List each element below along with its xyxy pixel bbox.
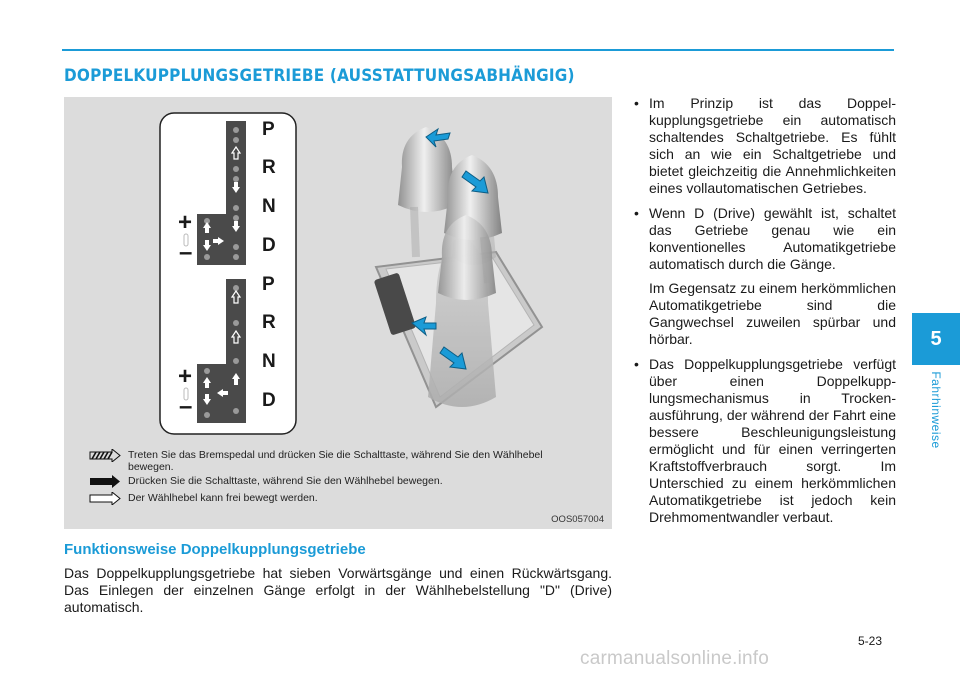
bullet-symbol: •	[634, 356, 639, 372]
gate-letter: D	[262, 390, 276, 411]
bullet-symbol: •	[634, 95, 639, 111]
bullet-list: • Im Prinzip ist das Doppel­kupplungsget…	[632, 95, 896, 534]
legend-text: Drücken Sie die Schalttaste, während Sie…	[128, 475, 443, 487]
outline-arrow-icon	[89, 492, 121, 505]
page-number: 5-23	[858, 634, 883, 648]
gate-letter: P	[262, 274, 275, 295]
body-paragraph: Das Doppelkupplungsgetriebe hat sieben V…	[64, 565, 612, 615]
watermark: carmanualsonline.info	[580, 648, 770, 669]
bullet-text: Im Gegensatz zu einem herkömmlichen Auto…	[649, 280, 896, 347]
bullet-text: Das Doppelkupplungsgetriebe verfügt über…	[649, 356, 896, 525]
gate-letter: R	[262, 312, 276, 333]
minus-sign: –	[179, 239, 193, 266]
gate-letter: P	[262, 119, 275, 140]
chapter-tab: 5	[912, 313, 960, 365]
bullet-text: Im Prinzip ist das Doppel­kupplungsgetri…	[649, 95, 896, 196]
chapter-label: Fahrhinweise	[929, 371, 943, 449]
bullet-symbol: •	[634, 205, 639, 221]
gate-letter: R	[262, 157, 276, 178]
gate-letter: N	[262, 351, 276, 372]
bullet-item: • Im Prinzip ist das Doppel­kupplungsget…	[632, 95, 896, 197]
minus-sign: –	[179, 393, 193, 420]
plus-sign: +	[178, 363, 193, 390]
legend-item: Treten Sie das Bremspedal und drücken Si…	[86, 449, 586, 473]
bullet-item: • Das Doppelkupplungsgetriebe verfügt üb…	[632, 356, 896, 526]
bullet-text: Wenn D (Drive) gewählt ist, schaltet das…	[649, 205, 896, 272]
bullet-item: • Wenn D (Drive) gewählt ist, schaltet d…	[632, 205, 896, 348]
subheading: Funktionsweise Doppelkupplungsgetriebe	[64, 541, 366, 558]
solid-arrow-icon	[90, 475, 120, 488]
section-title: DOPPELKUPPLUNGSGETRIEBE (AUSSTATTUNGSABH…	[64, 66, 575, 86]
hatched-arrow-icon	[89, 449, 121, 462]
header-rule	[62, 49, 894, 51]
plus-sign: +	[178, 209, 193, 236]
legend-text: Treten Sie das Bremspedal und drücken Si…	[128, 449, 543, 473]
figure-code: OOS057004	[551, 514, 604, 525]
legend-item: Drücken Sie die Schalttaste, während Sie…	[86, 475, 586, 488]
legend-text: Der Wählhebel kann frei bewegt werden.	[128, 492, 318, 504]
gate-letter: D	[262, 235, 276, 256]
shift-lever-figure: P R N D P R N D + – + – Treten Sie das B…	[64, 97, 612, 529]
shift-gate-illustration	[159, 112, 544, 435]
legend-item: Der Wählhebel kann frei bewegt werden.	[86, 492, 586, 505]
figure-legend: Treten Sie das Bremspedal und drücken Si…	[86, 449, 586, 507]
gate-letter: N	[262, 196, 276, 217]
